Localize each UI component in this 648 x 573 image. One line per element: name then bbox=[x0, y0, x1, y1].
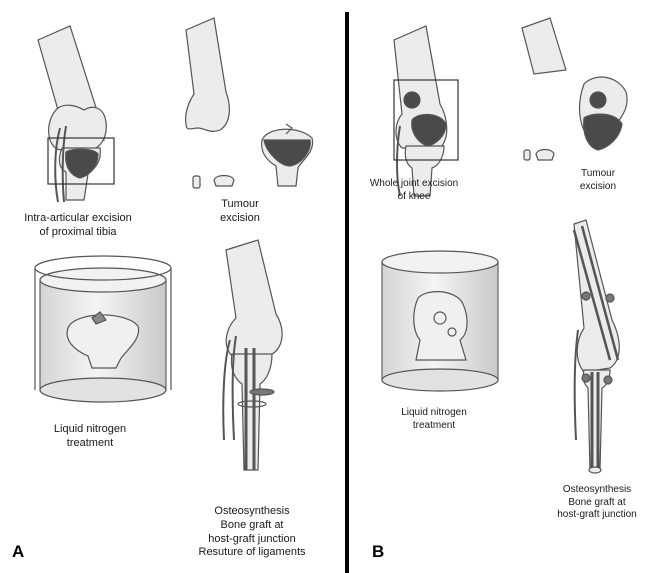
panel-a-liquid-nitrogen-illustration bbox=[35, 256, 171, 402]
panel-a-step-1-label: Intra-articular excision of proximal tib… bbox=[12, 212, 144, 240]
panel-b-osteosynthesis-illustration bbox=[574, 220, 619, 473]
panel-b-step-2-label: Tumour excision bbox=[560, 168, 636, 193]
panel-divider bbox=[345, 12, 349, 573]
panel-b-step-4-label: Osteosynthesis Bone graft at host-graft … bbox=[548, 484, 646, 522]
panel-a-knee-illustration bbox=[38, 26, 114, 202]
panel-b-tumour-excision-illustration bbox=[522, 18, 627, 160]
panel-b-letter: B bbox=[372, 542, 384, 562]
panel-a-osteosynthesis-illustration bbox=[223, 240, 282, 470]
panel-b-liquid-nitrogen-illustration bbox=[382, 251, 498, 391]
panel-a-step-4-label: Osteosynthesis Bone graft at host-graft … bbox=[186, 505, 318, 560]
panel-b-step-1-label: Whole joint excision of knee bbox=[362, 178, 466, 203]
panel-a-step-2-label: Tumour excision bbox=[198, 198, 282, 226]
panel-b-step-3-label: Liquid nitrogen treatment bbox=[378, 407, 490, 432]
panel-a-tumour-excision-illustration bbox=[186, 18, 313, 188]
panel-a-letter: A bbox=[12, 542, 24, 562]
panel-b-knee-illustration bbox=[394, 26, 458, 196]
panel-a-step-3-label: Liquid nitrogen treatment bbox=[30, 423, 150, 451]
